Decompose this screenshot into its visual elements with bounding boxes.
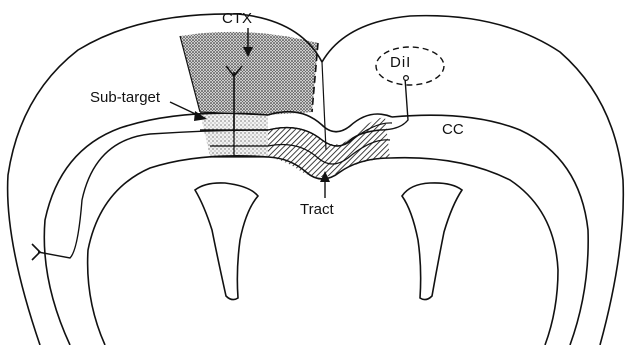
right-ventricle <box>402 183 462 300</box>
midline <box>322 62 326 150</box>
outer-brain-outline-right <box>322 16 623 345</box>
cortex-stippled-region <box>180 32 318 115</box>
tract-label: Tract <box>300 202 334 217</box>
left-ventricle <box>195 183 258 300</box>
sub-target-label: Sub-target <box>90 90 160 105</box>
tract-hatched-region <box>268 117 390 177</box>
cc-label: CC <box>442 122 464 137</box>
dii-injection-point <box>404 76 409 81</box>
dii-label: DiI <box>390 55 411 70</box>
corpus-callosum-lower-edge-left <box>88 156 268 345</box>
ctx-label: CTX <box>222 11 252 26</box>
